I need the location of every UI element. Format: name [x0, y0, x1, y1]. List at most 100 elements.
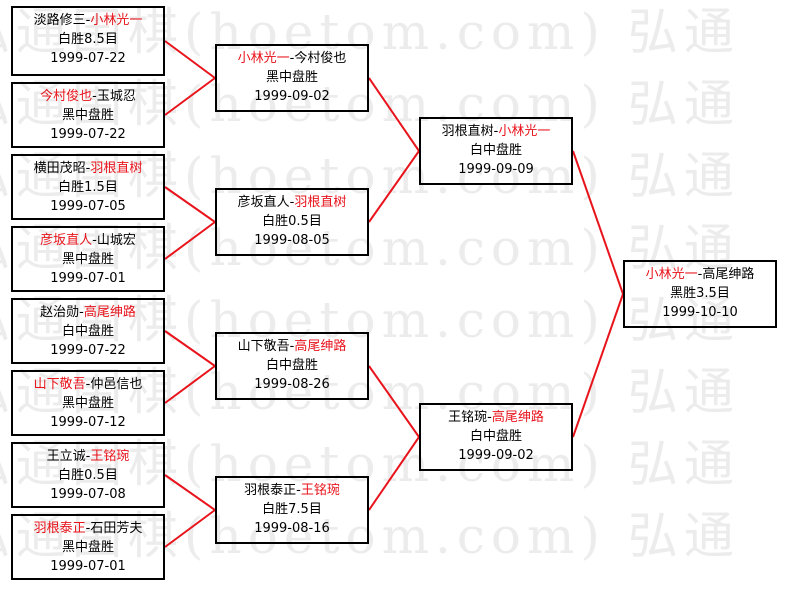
bracket-connector-line: [368, 77, 420, 152]
player-separator: -: [92, 233, 97, 248]
white-player-name: 高尾绅路: [83, 305, 136, 320]
match-date: 1999-09-02: [254, 89, 330, 104]
round2-match: 小林光一-今村俊也黑中盘胜 1999-09-02: [215, 44, 369, 112]
match-players: 小林光一-今村俊也: [217, 49, 367, 68]
black-player-name: 横田茂昭: [33, 161, 86, 176]
match-date: 1999-08-26: [254, 377, 330, 392]
match-result: 黑中盘胜: [61, 540, 114, 555]
round1-match: 羽根泰正-石田芳夫黑中盘胜 1999-07-01: [11, 514, 165, 580]
match-players: 王铭琬-高尾绅路: [421, 408, 571, 427]
player-separator: -: [289, 339, 295, 354]
white-player-name: 王铭琬: [90, 449, 130, 464]
black-player-name: 王立诚: [46, 449, 86, 464]
bracket-connector-line: [368, 365, 420, 438]
bracket-connector-line: [164, 221, 216, 260]
bracket-connector-line: [164, 77, 216, 116]
white-player-name: 今村俊也: [294, 51, 347, 66]
round1-match: 王立诚-王铭琬白胜0.5目 1999-07-08: [11, 442, 165, 508]
match-result: 白中盘胜: [469, 143, 522, 158]
bracket-connector-line: [164, 330, 216, 367]
match-date: 1999-07-01: [50, 271, 126, 286]
black-player-name: 彦坂直人: [237, 195, 290, 210]
black-player-name: 今村俊也: [40, 89, 93, 104]
match-players: 小林光一-高尾绅路: [625, 265, 775, 284]
black-player-name: 淡路修三: [33, 13, 86, 28]
match-date: 1999-07-08: [50, 487, 126, 502]
match-players: 横田茂昭-羽根直树: [13, 159, 163, 178]
white-player-name: 高尾绅路: [491, 410, 544, 425]
match-players: 山下敬吾-仲邑信也: [13, 375, 163, 394]
white-player-name: 仲邑信也: [90, 377, 143, 392]
bracket-connector-line: [368, 150, 420, 223]
match-players: 王立诚-王铭琬: [13, 447, 163, 466]
player-separator: -: [296, 483, 301, 498]
match-result: 黑中盘胜: [61, 396, 114, 411]
white-player-name: 高尾绅路: [702, 267, 755, 282]
match-result: 白中盘胜: [61, 324, 114, 339]
match-date: 1999-07-22: [50, 127, 126, 142]
white-player-name: 石田芳夫: [90, 521, 143, 536]
match-date: 1999-08-05: [254, 233, 330, 248]
match-result: 黑中盘胜: [265, 70, 318, 85]
player-separator: -: [289, 51, 295, 66]
player-separator: -: [487, 410, 492, 425]
white-player-name: 王铭琬: [300, 483, 340, 498]
match-date: 1999-07-12: [50, 415, 126, 430]
white-player-name: 山城宏: [96, 233, 136, 248]
player-separator: -: [493, 124, 499, 139]
match-players: 赵治勋-高尾绅路: [13, 303, 163, 322]
round3-match: 王铭琬-高尾绅路白中盘胜 1999-09-02: [419, 403, 573, 471]
match-result: 白胜7.5目: [262, 502, 322, 517]
match-date: 1999-09-02: [458, 448, 534, 463]
player-separator: -: [79, 305, 84, 320]
round2-match: 羽根泰正-王铭琬白胜7.5目 1999-08-16: [215, 476, 369, 544]
black-player-name: 王铭琬: [448, 410, 488, 425]
match-date: 1999-08-16: [254, 521, 330, 536]
white-player-name: 小林光一: [498, 124, 551, 139]
match-result: 白胜0.5目: [58, 468, 118, 483]
bracket-connector-line: [368, 436, 420, 511]
bracket-connector-line: [164, 40, 216, 79]
match-players: 彦坂直人-羽根直树: [217, 193, 367, 212]
match-date: 1999-07-22: [50, 343, 126, 358]
white-player-name: 羽根直树: [294, 195, 347, 210]
player-separator: -: [85, 13, 91, 28]
white-player-name: 玉城忍: [96, 89, 136, 104]
match-players: 羽根直树-小林光一: [421, 122, 571, 141]
black-player-name: 赵治勋: [40, 305, 80, 320]
player-separator: -: [289, 195, 295, 210]
white-player-name: 羽根直树: [90, 161, 143, 176]
match-result: 黑中盘胜: [61, 108, 114, 123]
round2-match: 彦坂直人-羽根直树白胜0.5目 1999-08-05: [215, 188, 369, 256]
black-player-name: 彦坂直人: [40, 233, 93, 248]
match-players: 淡路修三-小林光一: [13, 11, 163, 30]
bracket-connector-line: [572, 293, 624, 438]
player-separator: -: [92, 89, 97, 104]
black-player-name: 羽根直树: [441, 124, 494, 139]
black-player-name: 山下敬吾: [237, 339, 290, 354]
match-players: 羽根泰正-石田芳夫: [13, 519, 163, 538]
player-separator: -: [85, 161, 91, 176]
match-players: 彦坂直人-山城宏: [13, 231, 163, 250]
player-separator: -: [697, 267, 703, 282]
match-result: 白胜0.5目: [262, 214, 322, 229]
black-player-name: 小林光一: [645, 267, 698, 282]
black-player-name: 羽根泰正: [244, 483, 297, 498]
match-result: 白中盘胜: [469, 429, 522, 444]
player-separator: -: [85, 377, 91, 392]
white-player-name: 小林光一: [90, 13, 143, 28]
round1-match: 今村俊也-玉城忍黑中盘胜 1999-07-22: [11, 82, 165, 148]
bracket-connector-line: [164, 474, 216, 511]
match-players: 羽根泰正-王铭琬: [217, 481, 367, 500]
bracket-connector-line: [164, 509, 216, 548]
match-date: 1999-07-01: [50, 559, 126, 574]
bracket-connector-line: [164, 365, 216, 404]
match-players: 今村俊也-玉城忍: [13, 87, 163, 106]
match-players: 山下敬吾-高尾绅路: [217, 337, 367, 356]
match-date: 1999-07-05: [50, 199, 126, 214]
